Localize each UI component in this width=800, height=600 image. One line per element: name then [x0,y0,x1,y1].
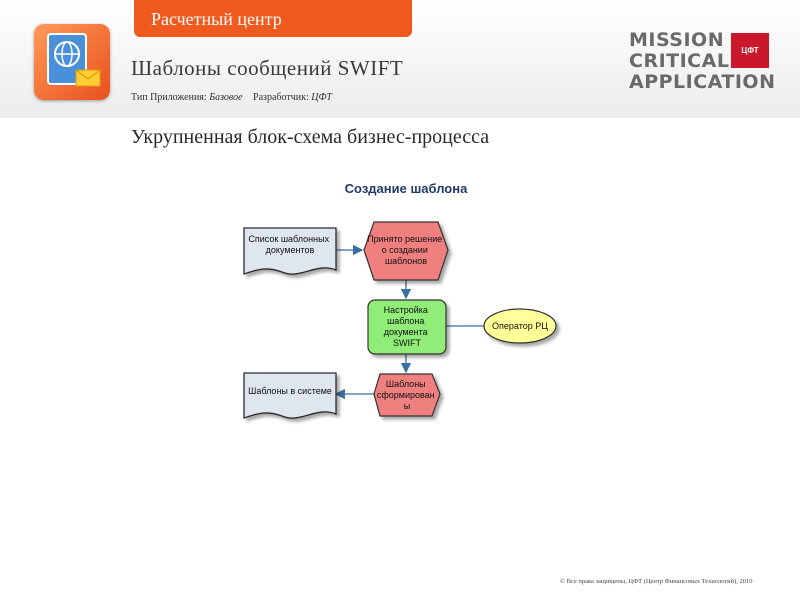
event-done-line-2: сформирован [377,390,435,400]
event-decision-line-3: шаблонов [385,256,427,266]
mission-critical-logo: MISSION CRITICAL APPLICATION ЦФТ [629,29,776,96]
app-type-value: Базовое [209,92,243,103]
copyright-footer: © Все права защищены, ЦФТ (Центр Финансо… [560,578,753,585]
document-node-template-list [243,227,337,275]
diagram-title: Создание шаблона [345,181,468,196]
event-decision-line-2: о создании [382,245,428,255]
doc-list-line-1: Список шаблонных [248,234,329,244]
section-title: Укрупненная блок-схема бизнес-процесса [131,126,490,148]
function-setup-line-2: шаблона [387,316,424,326]
tab-settlement-center[interactable]: Расчетный центр [134,0,412,37]
cft-badge: ЦФТ [731,33,769,68]
svg-text:Шаблоны сформирован ы: Шаблоны сформирован ы [377,379,437,411]
svg-text:Настройка шаблона доку: Настройка шаблона документа SWIFT [384,305,431,348]
swift-app-icon [34,24,110,100]
role-operator-label: Оператор РЦ [492,321,548,331]
doc-list-line-2: документов [266,245,315,255]
app-meta: Тип Приложения: Базовое Разработчик: ЦФТ [131,92,332,103]
document-node-templates-in-system [243,372,337,419]
logo-line-critical: CRITICAL [629,50,730,72]
developer-value: ЦФТ [311,92,332,103]
event-done-line-3: ы [404,401,410,411]
logo-line-application: APPLICATION [629,71,776,93]
app-type-label: Тип Приложения: [131,92,207,103]
event-done-line-1: Шаблоны [386,379,426,389]
page-title: Шаблоны сообщений SWIFT [131,56,404,80]
event-decision-line-1: Принято решение [367,234,442,244]
event-node-decision [363,221,449,281]
developer-label: Разработчик: [253,92,309,103]
event-node-templates-formed [373,373,441,417]
function-node-template-setup [367,299,447,355]
role-node-operator [483,308,557,344]
svg-text:Принято решение о создании: Принято решение о создании шаблонов [367,234,445,266]
function-setup-line-3: документа [384,327,428,337]
function-setup-line-1: Настройка [384,305,428,315]
logo-line-mission: MISSION [629,29,725,51]
svg-text:Список шаблонных документо: Список шаблонных документов [248,234,331,255]
function-setup-line-4: SWIFT [393,338,421,348]
doc-result-label: Шаблоны в системе [248,386,332,396]
